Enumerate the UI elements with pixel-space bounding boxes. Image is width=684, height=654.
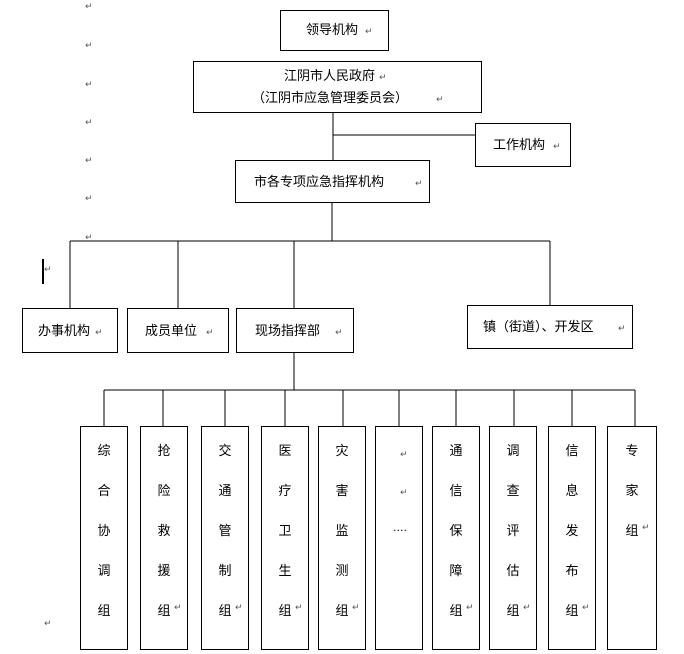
return-mark: ↵ [44, 265, 52, 275]
group-label: 调查评估组 [506, 444, 520, 619]
member-label: 成员单位 [145, 324, 198, 339]
town-label: 镇（街道）、开发区 [483, 320, 594, 335]
group-label: .... [393, 521, 407, 534]
return-mark: ↵ [85, 41, 93, 51]
return-mark: ↵ [379, 73, 387, 83]
group-box-qiangxian: 抢险救援组 ↵ [140, 426, 188, 650]
return-mark: ↵ [174, 603, 182, 613]
group-box-ellipsis: ↵ ↵ .... [375, 426, 423, 650]
group-label: 专家组 [625, 444, 639, 539]
group-box-yiliao: 医疗卫生组 ↵ [261, 426, 309, 650]
group-box-tongxin: 通信保障组 ↵ [432, 426, 480, 650]
return-mark: ↵ [235, 603, 243, 613]
gov-label: 江阴市人民政府 [284, 69, 376, 84]
return-mark: ↵ [400, 488, 408, 498]
return-mark: ↵ [95, 328, 103, 338]
group-box-xinxi: 信息发布组 ↵ [548, 426, 596, 650]
return-mark: ↵ [466, 603, 474, 613]
command-label: 市各专项应急指挥机构 [254, 175, 385, 190]
return-mark: ↵ [523, 603, 531, 613]
group-box-zhuanjia: 专家组 ↵ [607, 426, 657, 650]
return-mark: ↵ [553, 142, 561, 152]
member-box: 成员单位 ↵ [127, 308, 229, 353]
return-mark: ↵ [365, 27, 373, 37]
return-mark: ↵ [582, 603, 590, 613]
group-label: 信息发布组 [565, 444, 579, 619]
group-label: 灾害监测组 [335, 444, 349, 619]
office-box: 办事机构 ↵ [22, 308, 118, 353]
group-label: 交通管制组 [218, 444, 232, 619]
group-box-zonghe: 综合协调组 [80, 426, 128, 650]
command-box: 市各专项应急指挥机构 ↵ [235, 160, 430, 203]
return-mark: ↵ [206, 328, 214, 338]
return-mark: ↵ [642, 523, 650, 533]
site-box: 现场指挥部 ↵ [236, 308, 354, 353]
return-mark: ↵ [415, 179, 423, 189]
return-mark: ↵ [85, 156, 93, 166]
leader-box: 领导机构 ↵ [280, 10, 389, 51]
return-mark: ↵ [352, 603, 360, 613]
group-box-jiaotong: 交通管制组 ↵ [201, 426, 249, 650]
return-mark: ↵ [436, 95, 444, 105]
return-mark: ↵ [335, 328, 343, 338]
office-label: 办事机构 [38, 324, 91, 339]
return-mark: ↵ [85, 80, 93, 90]
return-mark: ↵ [295, 603, 303, 613]
return-mark: ↵ [85, 118, 93, 128]
group-label: 医疗卫生组 [278, 444, 292, 619]
town-box: 镇（街道）、开发区 ↵ [467, 305, 633, 349]
work-label: 工作机构 [493, 138, 546, 153]
gov-box: 江阴市人民政府 ↵ （江阴市应急管理委员会） ↵ [193, 61, 482, 113]
return-mark: ↵ [85, 2, 93, 12]
return-mark: ↵ [44, 619, 52, 629]
group-label: 抢险救援组 [157, 444, 171, 619]
group-box-diaocha: 调查评估组 ↵ [489, 426, 537, 650]
text-cursor [42, 259, 44, 284]
return-mark: ↵ [85, 233, 93, 243]
site-label: 现场指挥部 [255, 324, 321, 339]
return-mark: ↵ [85, 194, 93, 204]
group-box-zaihai: 灾害监测组 ↵ [318, 426, 366, 650]
leader-label: 领导机构 [306, 23, 359, 38]
group-label: 综合协调组 [97, 444, 111, 619]
return-mark: ↵ [400, 450, 408, 460]
return-mark: ↵ [618, 324, 626, 334]
work-box: 工作机构 ↵ [475, 123, 571, 167]
gov-sub-label: （江阴市应急管理委员会） [252, 91, 409, 106]
group-label: 通信保障组 [449, 444, 463, 619]
